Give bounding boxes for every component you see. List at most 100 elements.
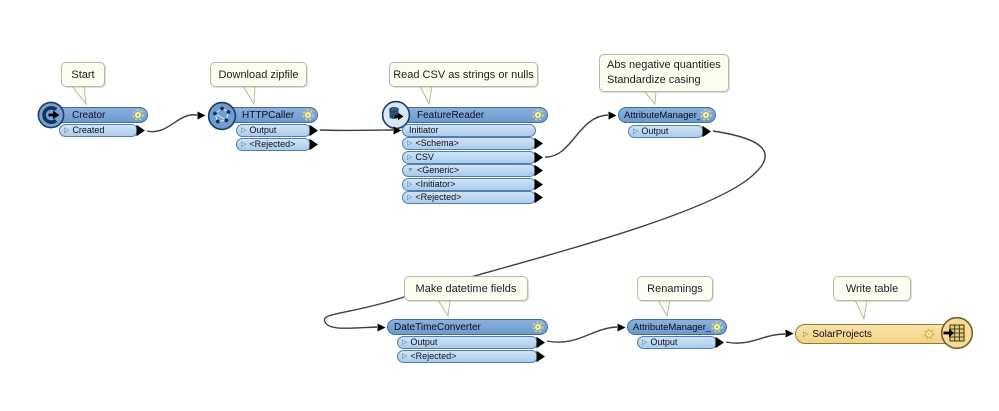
- port-collapse-icon[interactable]: ▷: [407, 194, 413, 201]
- gear-icon[interactable]: [923, 328, 935, 340]
- output-connector[interactable]: [536, 336, 546, 349]
- port-output[interactable]: ▷ Output: [397, 336, 545, 349]
- port-collapse-icon[interactable]: ▷: [402, 339, 408, 346]
- output-connector[interactable]: [534, 191, 544, 204]
- port-output[interactable]: ▷ Output: [236, 124, 318, 137]
- annotation-tail: [242, 85, 256, 106]
- node-featurereader-header[interactable]: FeatureReader: [390, 107, 548, 123]
- annotation-text: Read CSV as strings or nulls: [393, 68, 534, 81]
- port-label: Output: [641, 126, 669, 136]
- wire-datetimeconverter-attributemanager2[interactable]: [546, 326, 618, 343]
- port-label: Output: [249, 125, 277, 135]
- annotation-tail: [419, 85, 433, 106]
- port-collapse-icon[interactable]: ▷: [407, 181, 413, 188]
- node-attributemanager1-header[interactable]: AttributeManager_1: [618, 107, 716, 123]
- annotation-tail: [657, 299, 671, 318]
- gear-icon[interactable]: [132, 109, 144, 121]
- annotation-text-line1: Abs negative quantities: [607, 59, 721, 72]
- node-title: AttributeManager_2: [633, 321, 711, 333]
- output-connector[interactable]: [534, 164, 544, 177]
- creator-icon[interactable]: [37, 101, 65, 129]
- node-creator-header[interactable]: Creator: [48, 107, 148, 123]
- port-collapse-icon[interactable]: ▷: [642, 339, 648, 346]
- input-connector[interactable]: [393, 126, 402, 135]
- database-reader-icon[interactable]: [381, 100, 411, 130]
- port-label: Created: [72, 125, 105, 135]
- annotation-download-zipfile[interactable]: Download zipfile: [210, 62, 307, 87]
- port-output[interactable]: ▷ Output: [637, 336, 724, 349]
- port-label: <Rejected>: [249, 139, 296, 149]
- port-schema[interactable]: ▷ <Schema>: [402, 137, 543, 150]
- annotation-text: Make datetime fields: [415, 282, 517, 295]
- output-connector[interactable]: [309, 124, 319, 137]
- output-connector[interactable]: [715, 336, 725, 349]
- input-connector[interactable]: [608, 111, 617, 120]
- gear-icon[interactable]: [700, 109, 712, 121]
- port-collapse-icon[interactable]: ▷: [803, 330, 809, 338]
- annotation-text: Download zipfile: [218, 68, 299, 81]
- table-writer-icon[interactable]: [940, 316, 974, 350]
- annotation-text: Renamings: [647, 282, 703, 295]
- network-icon[interactable]: [207, 101, 237, 131]
- port-rejected[interactable]: ▷ <Rejected>: [402, 191, 543, 204]
- output-connector[interactable]: [702, 125, 712, 138]
- annotation-renamings[interactable]: Renamings: [637, 276, 713, 301]
- output-connector[interactable]: [309, 138, 319, 151]
- port-csv[interactable]: ▷ CSV: [402, 151, 543, 164]
- port-generic[interactable]: ▼ <Generic>: [402, 164, 543, 177]
- wire-creator-httpcaller[interactable]: [146, 114, 198, 133]
- input-connector[interactable]: [197, 111, 206, 120]
- annotation-tail: [437, 299, 451, 318]
- annotation-write-table[interactable]: Write table: [833, 276, 911, 301]
- port-rejected[interactable]: ▷ <Rejected>: [236, 138, 318, 151]
- gear-icon[interactable]: [302, 109, 314, 121]
- port-collapse-icon[interactable]: ▷: [241, 141, 247, 148]
- port-expand-icon[interactable]: ▼: [407, 167, 414, 174]
- port-label: Initiator: [409, 125, 439, 135]
- port-created[interactable]: ▷ Created: [59, 124, 145, 137]
- port-collapse-icon[interactable]: ▷: [633, 128, 639, 135]
- annotation-make-datetime[interactable]: Make datetime fields: [404, 276, 528, 301]
- node-title: DateTimeConverter: [394, 321, 481, 333]
- node-attributemanager2-header[interactable]: AttributeManager_2: [627, 319, 727, 335]
- input-connector[interactable]: [617, 323, 626, 332]
- input-connector[interactable]: [785, 329, 794, 338]
- output-connector[interactable]: [536, 350, 546, 363]
- output-connector[interactable]: [136, 124, 146, 137]
- input-connector[interactable]: [377, 323, 386, 332]
- annotation-abs-standardize[interactable]: Abs negative quantities Standardize casi…: [599, 54, 729, 92]
- port-collapse-icon[interactable]: ▷: [407, 140, 413, 147]
- port-collapse-icon[interactable]: ▷: [241, 127, 247, 134]
- port-collapse-icon[interactable]: ▷: [407, 154, 413, 161]
- annotation-read-csv[interactable]: Read CSV as strings or nulls: [389, 62, 538, 87]
- port-label: CSV: [415, 152, 434, 162]
- gear-icon[interactable]: [532, 109, 544, 121]
- port-label: Output: [410, 337, 438, 347]
- port-output[interactable]: ▷ Output: [628, 125, 711, 138]
- port-initiator-out[interactable]: ▷ <Initiator>: [402, 178, 543, 191]
- port-label: <Rejected>: [410, 351, 457, 361]
- output-connector[interactable]: [534, 151, 544, 164]
- annotation-start[interactable]: Start: [61, 62, 105, 87]
- port-collapse-icon[interactable]: ▷: [64, 127, 70, 134]
- port-collapse-icon[interactable]: ▷: [402, 353, 408, 360]
- wire-attributemanager1-datetimeconverter[interactable]: [323, 130, 766, 329]
- wire-attributemanager2-solarprojects[interactable]: [725, 333, 786, 344]
- gear-icon[interactable]: [711, 321, 723, 333]
- annotation-text: Write table: [845, 282, 899, 295]
- wire-featurereader-attributemanager1[interactable]: [544, 114, 609, 158]
- port-label: <Generic>: [416, 165, 459, 175]
- gear-icon[interactable]: [532, 321, 544, 333]
- node-title: AttributeManager_1: [624, 109, 700, 121]
- node-solarprojects-writer[interactable]: ▷ SolarProjects: [795, 324, 960, 344]
- port-label: <Rejected>: [415, 192, 462, 202]
- node-datetimeconverter-header[interactable]: DateTimeConverter: [387, 319, 548, 335]
- node-httpcaller-header[interactable]: HTTPCaller: [216, 107, 318, 123]
- annotation-text: Start: [71, 68, 95, 81]
- port-rejected[interactable]: ▷ <Rejected>: [397, 350, 545, 363]
- node-title: FeatureReader: [417, 109, 485, 121]
- port-initiator[interactable]: Initiator: [402, 124, 536, 137]
- output-connector[interactable]: [534, 137, 544, 150]
- output-connector[interactable]: [534, 178, 544, 191]
